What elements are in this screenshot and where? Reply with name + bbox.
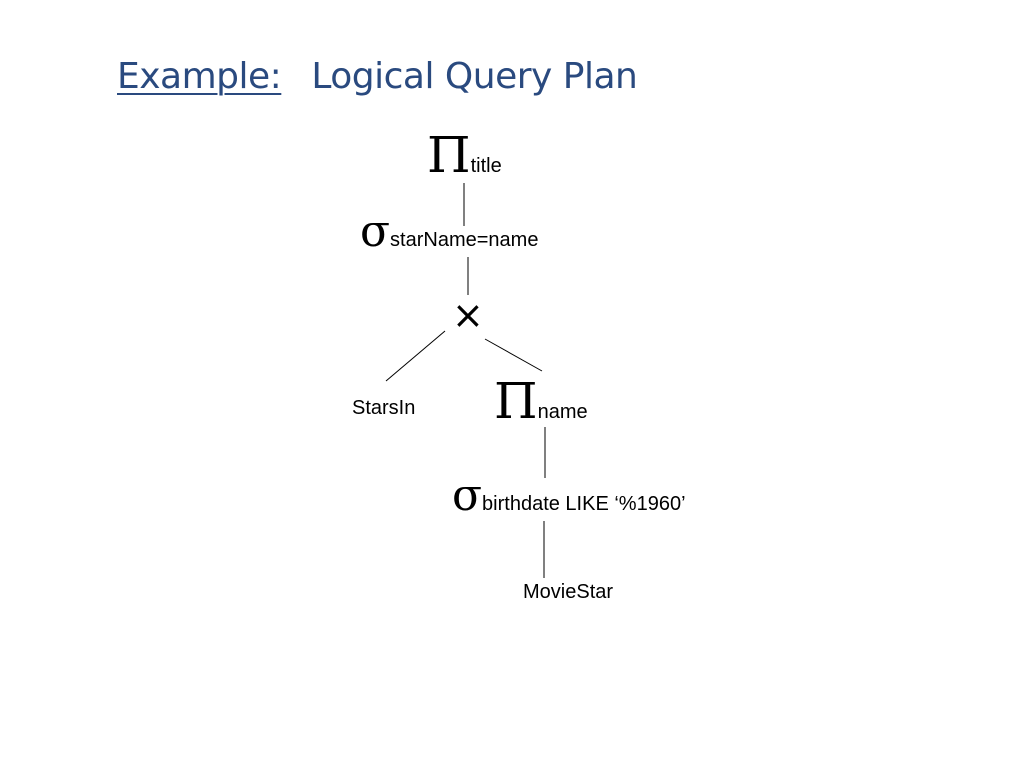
- node-select-starname: σstarName=name: [360, 210, 538, 254]
- projection-attribute-label: name: [537, 401, 588, 423]
- node-project-title: Πtitle: [427, 130, 502, 180]
- edge-cross-project-name: [484, 338, 543, 372]
- selection-symbol: σ: [452, 470, 483, 521]
- node-cross-product: ×: [452, 293, 484, 337]
- node-starsin: StarsIn: [352, 397, 416, 419]
- slide-title: Example: Logical Query Plan: [117, 56, 638, 97]
- projection-symbol: Π: [494, 372, 538, 430]
- selection-condition-label: starName=name: [390, 229, 539, 251]
- projection-attribute-label: title: [470, 155, 502, 177]
- node-select-birthdate: σbirthdate LIKE ‘%1960’: [452, 474, 686, 518]
- selection-symbol: σ: [360, 206, 391, 257]
- projection-symbol: Π: [427, 126, 471, 184]
- title-prefix: Example:: [117, 56, 282, 97]
- node-project-name: Πname: [494, 376, 588, 426]
- node-moviestar: MovieStar: [523, 581, 614, 603]
- title-main: Logical Query Plan: [311, 56, 638, 97]
- edge-cross-starsin: [385, 330, 446, 382]
- selection-condition-label: birthdate LIKE ‘%1960’: [482, 493, 686, 515]
